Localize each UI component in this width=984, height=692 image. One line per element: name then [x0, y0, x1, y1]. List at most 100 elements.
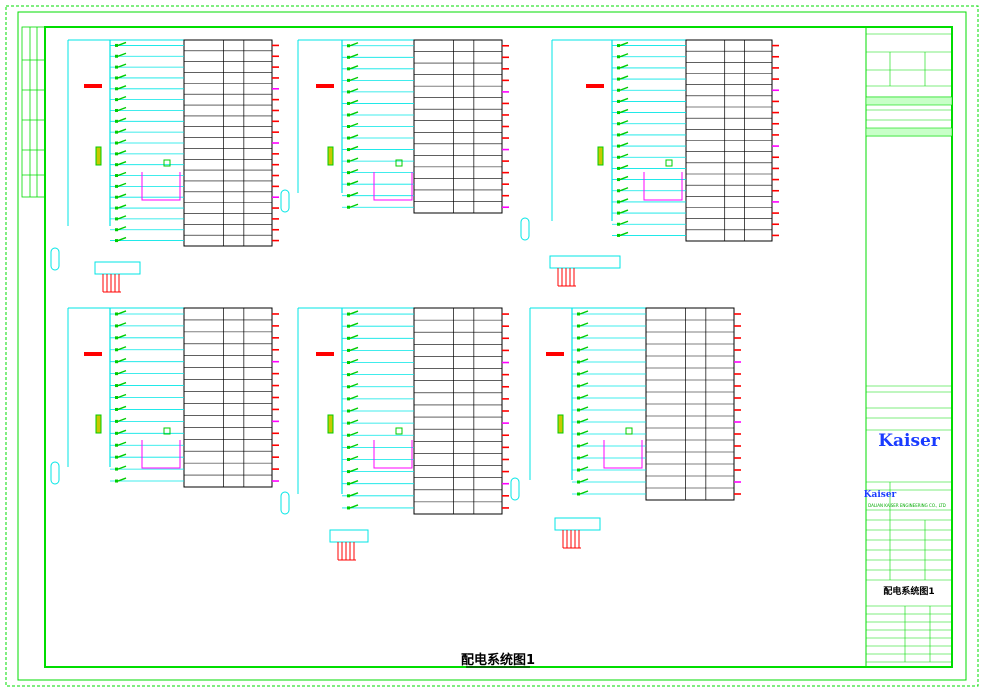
breaker-symbol: [117, 346, 127, 351]
company-name-en: DALIAN KAISER ENGINEERING CO., LTD: [868, 503, 946, 508]
breaker-symbol: [349, 467, 359, 473]
breaker-symbol: [619, 164, 629, 170]
breaker-contact: [347, 90, 350, 94]
breaker-contact: [115, 184, 118, 188]
breaker-symbol: [579, 490, 589, 495]
breaker-symbol: [619, 175, 629, 181]
breaker-contact: [617, 178, 620, 182]
source-terminal: [520, 217, 530, 241]
relay-box: [395, 427, 403, 435]
breaker-contact: [617, 222, 620, 226]
breaker-symbol: [117, 63, 127, 68]
breaker-symbol: [579, 322, 589, 327]
control-loop: [643, 172, 683, 201]
breaker-symbol: [117, 381, 127, 387]
breaker-contact: [115, 348, 118, 352]
control-loop: [141, 172, 181, 201]
panel-3: [520, 39, 779, 242]
breaker-contact: [617, 66, 620, 70]
breaker-symbol: [117, 358, 127, 363]
relay-box: [665, 159, 673, 167]
breaker-symbol: [117, 182, 127, 188]
breaker-symbol: [349, 504, 359, 509]
breaker-symbol: [349, 65, 359, 70]
breaker-contact: [115, 324, 118, 328]
breaker-symbol: [349, 122, 359, 128]
circuit-table: [413, 307, 503, 515]
breaker-contact: [115, 419, 118, 423]
breaker-symbol: [349, 322, 359, 327]
breaker-contact: [347, 171, 350, 175]
breaker-contact: [115, 87, 118, 91]
breaker-contact: [115, 130, 118, 134]
main-switch: [327, 146, 334, 166]
control-loop: [141, 440, 181, 469]
circuit-table: [413, 39, 503, 214]
breaker-symbol: [349, 443, 359, 449]
breaker-contact: [347, 312, 350, 316]
breaker-contact: [115, 54, 118, 58]
breaker-contact: [115, 239, 118, 243]
breaker-symbol: [349, 492, 359, 497]
breaker-contact: [347, 205, 350, 209]
breaker-contact: [115, 360, 118, 364]
breaker-contact: [115, 479, 118, 483]
breaker-contact: [577, 336, 580, 340]
breaker-contact: [115, 163, 118, 167]
breaker-symbol: [619, 75, 629, 80]
breaker-contact: [115, 396, 118, 399]
breaker-symbol: [349, 88, 359, 93]
breaker-symbol: [117, 322, 127, 327]
breaker-contact: [347, 494, 350, 498]
breaker-symbol: [349, 180, 359, 185]
breaker-contact: [115, 443, 118, 447]
breaker-contact: [347, 136, 350, 140]
outer-dashed-frame: [5, 5, 979, 687]
breaker-symbol: [349, 455, 359, 461]
breaker-symbol: [349, 419, 359, 424]
breaker-contact: [577, 396, 580, 400]
red-label: [84, 352, 102, 356]
breaker-symbol: [349, 157, 359, 162]
breaker-contact: [347, 336, 350, 340]
breaker-symbol: [117, 393, 127, 399]
breaker-symbol: [117, 161, 127, 166]
breaker-contact: [347, 78, 350, 82]
breaker-symbol: [117, 106, 127, 112]
breaker-contact: [617, 99, 620, 103]
breaker-symbol: [349, 99, 359, 105]
breaker-contact: [347, 385, 350, 389]
breaker-symbol: [579, 430, 589, 435]
breaker-symbol: [579, 310, 589, 315]
breaker-contact: [347, 148, 350, 152]
breaker-contact: [115, 431, 118, 435]
circuit-table: [183, 307, 273, 488]
breaker-symbol: [117, 405, 127, 411]
breaker-contact: [577, 312, 580, 316]
red-label: [316, 84, 334, 88]
breaker-contact: [347, 159, 350, 163]
breaker-contact: [115, 228, 118, 232]
panel-4: [50, 307, 279, 488]
breaker-symbol: [117, 52, 127, 57]
breaker-symbol: [117, 95, 127, 101]
breaker-contact: [617, 155, 620, 159]
breaker-contact: [347, 125, 350, 128]
main-switch: [95, 146, 102, 166]
breaker-contact: [115, 174, 118, 178]
main-switch: [327, 414, 334, 434]
breaker-contact: [347, 506, 350, 510]
breaker-contact: [617, 122, 620, 126]
breaker-symbol: [349, 334, 359, 339]
breaker-contact: [617, 189, 620, 193]
breaker-symbol: [619, 41, 629, 47]
breaker-contact: [347, 182, 350, 186]
breaker-contact: [347, 44, 350, 48]
breaker-contact: [347, 409, 350, 413]
breaker-contact: [347, 55, 350, 59]
breaker-symbol: [619, 64, 629, 69]
terminal-box: [94, 261, 141, 275]
control-loop: [373, 440, 413, 469]
breaker-symbol: [349, 395, 359, 400]
